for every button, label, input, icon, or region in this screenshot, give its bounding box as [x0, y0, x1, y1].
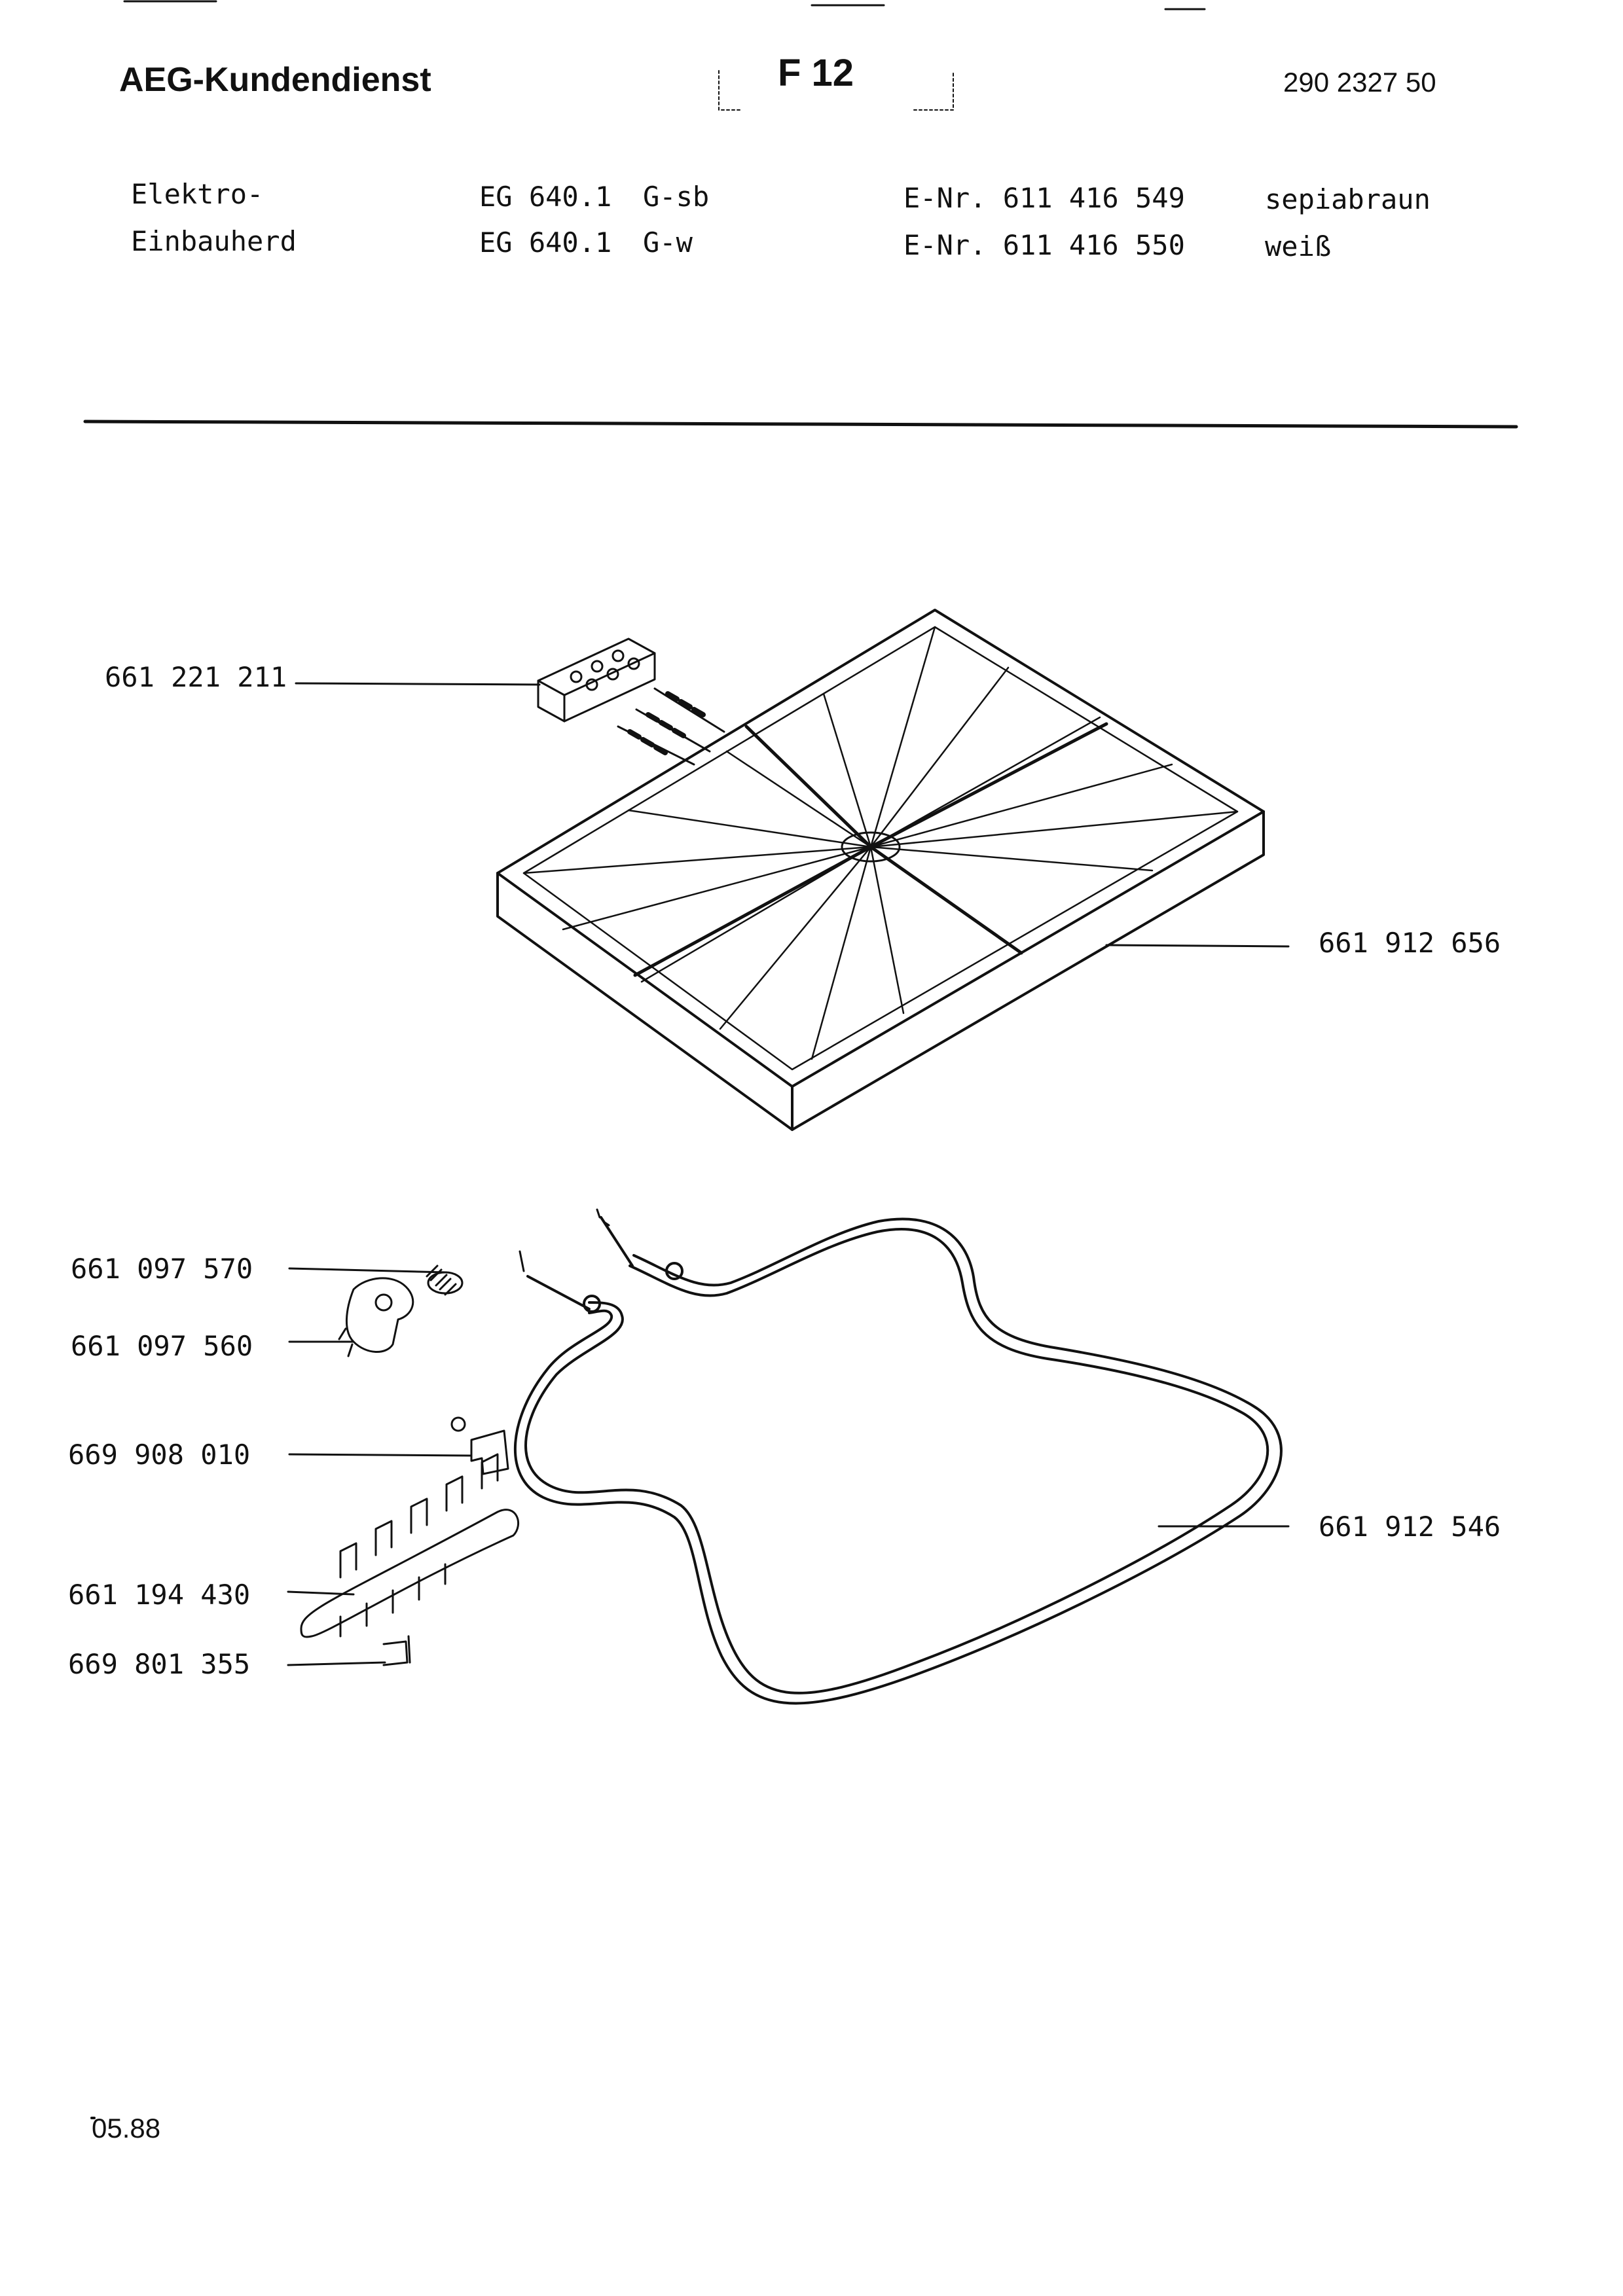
sheet-number: F 12	[778, 52, 854, 94]
terminal-block	[537, 637, 725, 766]
variant-2-enr: E-Nr. 611 416 550	[903, 229, 1185, 261]
document-number: 290 2327 50	[1283, 67, 1436, 98]
part-430-terminal-strip	[300, 1453, 520, 1638]
leader-bottom-heater	[1105, 944, 1290, 948]
leader-570	[288, 1267, 448, 1274]
part-label-355: 669 801 355	[68, 1648, 251, 1680]
part-570-spring	[426, 1265, 464, 1296]
leader-010	[288, 1453, 473, 1457]
part-label-430: 661 194 430	[68, 1579, 251, 1611]
variant-1-version: G-sb	[643, 181, 710, 213]
bottom-heater-plate	[496, 609, 1265, 1131]
leader-terminal-block	[295, 682, 541, 686]
part-label-570: 661 097 570	[71, 1253, 253, 1285]
variant-1-color: sepiabraun	[1265, 183, 1431, 215]
tubular-heater	[513, 1208, 1283, 1705]
footer-date: 05.88	[92, 2113, 161, 2144]
part-label-010: 669 908 010	[68, 1439, 251, 1471]
part-label-560: 661 097 560	[71, 1330, 253, 1362]
brand-title: AEG-Kundendienst	[119, 61, 431, 99]
part-010-clip	[450, 1416, 509, 1475]
variant-2-model: EG 640.1	[479, 226, 612, 259]
part-355-bracket	[382, 1635, 411, 1666]
variant-2-version: G-w	[643, 226, 693, 259]
part-560-holder	[338, 1277, 414, 1357]
variant-1-enr: E-Nr. 611 416 549	[903, 182, 1185, 214]
leader-355	[287, 1661, 386, 1666]
variant-1-model: EG 640.1	[479, 181, 612, 213]
part-label-terminal-block: 661 221 211	[105, 661, 287, 693]
part-label-bottom-heater: 661 912 656	[1319, 927, 1501, 959]
part-label-tubular-heater: 661 912 546	[1319, 1511, 1501, 1543]
header-rule	[83, 420, 1518, 429]
appliance-type-line1: Elektro-	[131, 178, 264, 210]
appliance-type-line2: Einbauherd	[131, 225, 297, 257]
variant-2-color: weiß	[1265, 230, 1332, 262]
